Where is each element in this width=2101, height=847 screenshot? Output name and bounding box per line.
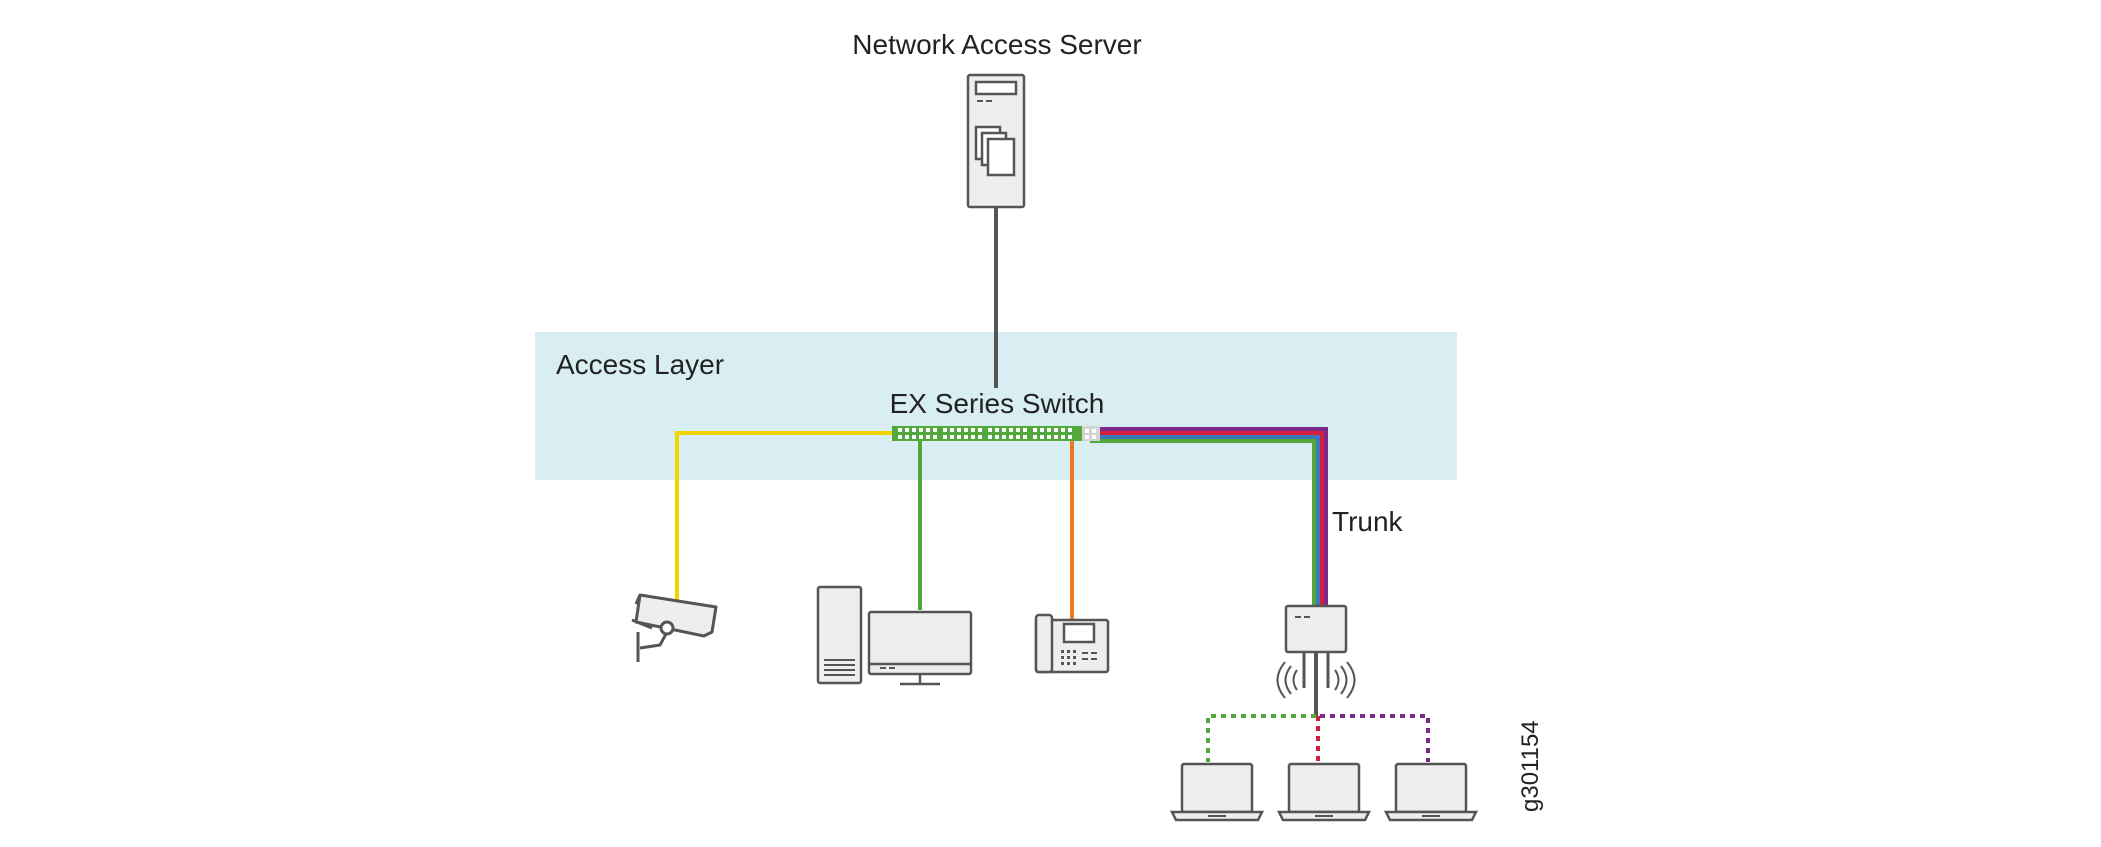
switch-label: EX Series Switch [890, 388, 1105, 419]
trunk-line-blue [1090, 435, 1320, 606]
trunk-line-purple [1090, 427, 1328, 606]
ip-phone-icon [1034, 613, 1110, 674]
wireless-links [1206, 714, 1430, 762]
server-label: Network Access Server [852, 29, 1141, 60]
trunk-line-red [1090, 431, 1324, 606]
wireless-link-green [1206, 714, 1316, 762]
camera-link [675, 431, 906, 600]
wireless-access-point-icon [1276, 604, 1356, 699]
trunk-label: Trunk [1332, 506, 1404, 537]
desktop-computer-icon [816, 585, 973, 686]
trunk-line-green [1090, 439, 1316, 606]
laptop-icon [1169, 762, 1265, 822]
switch-icon [892, 426, 1100, 441]
laptop-icon [1276, 762, 1372, 822]
wireless-link-purple [1320, 714, 1430, 762]
access-layer-label: Access Layer [556, 349, 724, 380]
security-camera-icon [631, 593, 718, 662]
trunk-bundle [1090, 427, 1328, 606]
laptop-icon [1383, 762, 1479, 822]
server-icon [966, 73, 1026, 209]
figure-id: g301154 [1517, 720, 1544, 812]
